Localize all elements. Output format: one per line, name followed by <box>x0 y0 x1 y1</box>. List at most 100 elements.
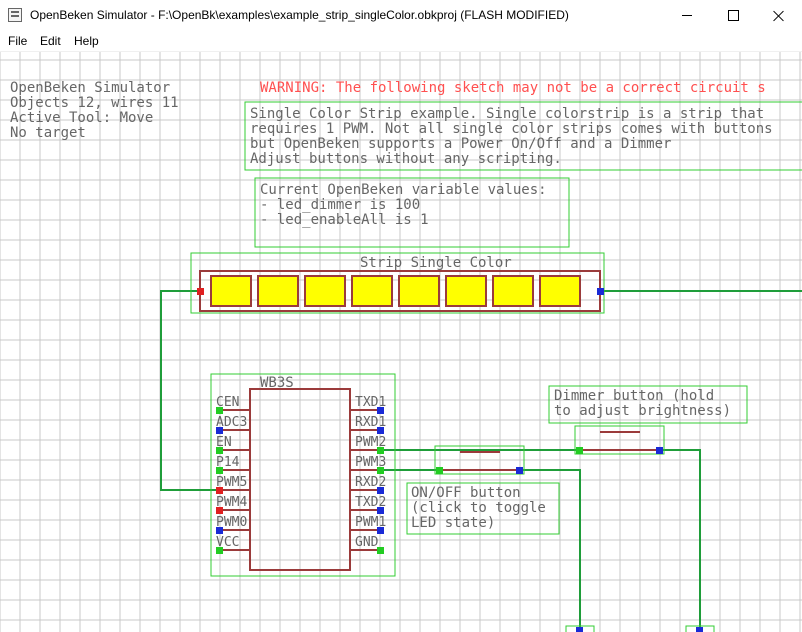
onoff-button-pin-left[interactable] <box>436 467 443 474</box>
title-bar: OpenBeken Simulator - F:\OpenBk\examples… <box>0 0 802 31</box>
close-icon <box>773 10 785 22</box>
bottom-pin-1[interactable] <box>576 627 583 632</box>
chip-pin-label-left: CEN <box>216 395 239 410</box>
description-line: Single Color Strip example. Single color… <box>250 106 764 122</box>
window-title: OpenBeken Simulator - F:\OpenBk\examples… <box>30 8 569 22</box>
wire-dimmer-to-ground <box>660 449 701 632</box>
chip-pin-pwm2[interactable] <box>377 447 384 454</box>
chip-pin-label-right: TXD2 <box>355 495 386 510</box>
status-active-tool: Active Tool: Move <box>10 110 153 126</box>
dimmer-button-pin-right[interactable] <box>656 447 663 454</box>
strip-led <box>539 275 581 307</box>
chip-pin-label-right: TXD1 <box>355 395 386 410</box>
strip-led <box>398 275 440 307</box>
chip-pin-vcc[interactable] <box>216 547 223 554</box>
chip-pin-rxd1[interactable] <box>377 427 384 434</box>
chip-pin-label-right: PWM2 <box>355 435 386 450</box>
chip-body <box>249 388 351 571</box>
status-objects-wires: Objects 12, wires 11 <box>10 95 179 111</box>
variables-box <box>254 177 570 248</box>
strip-selection-box <box>190 252 605 314</box>
grid <box>0 52 802 632</box>
chip-pin-cen[interactable] <box>216 407 223 414</box>
dimmer-button-pin-left[interactable] <box>576 447 583 454</box>
wire-onoff-to-ground <box>520 469 581 632</box>
chip-pin-label-left: P14 <box>216 455 240 470</box>
chip-pin-gnd[interactable] <box>377 547 384 554</box>
bottom-pin-2[interactable] <box>696 627 703 632</box>
chip-pin-txd2[interactable] <box>377 507 384 514</box>
strip-label: Strip Single Color <box>360 255 512 271</box>
variables-line: - led_dimmer is 100 <box>260 197 420 213</box>
strip-led <box>257 275 299 307</box>
chip-pin-label-left: ADC3 <box>216 415 247 430</box>
status-target: No target <box>10 125 86 141</box>
chip-pin-label-left: PWM4 <box>216 495 247 510</box>
chip-pin-pwm0[interactable] <box>216 527 223 534</box>
chip-pin-pwm4[interactable] <box>216 507 223 514</box>
maximize-button[interactable] <box>710 0 756 31</box>
strip-led <box>445 275 487 307</box>
chip-pin-adc3[interactable] <box>216 427 223 434</box>
chip-pin-label-left: VCC <box>216 535 239 550</box>
description-box <box>244 101 802 171</box>
chip-pin-label-right: RXD1 <box>355 415 386 430</box>
minimize-icon <box>682 15 692 16</box>
dimmer-label-box <box>548 385 748 424</box>
chip-pin-txd1[interactable] <box>377 407 384 414</box>
chip-pin-label-left: EN <box>216 435 232 450</box>
onoff-button-pin-right[interactable] <box>516 467 523 474</box>
chip-label: WB3S <box>260 375 294 391</box>
chip-pin-label-right: PWM1 <box>355 515 386 530</box>
chip-pin-rxd2[interactable] <box>377 487 384 494</box>
chip-pin-pwm5[interactable] <box>216 487 223 494</box>
menu-file[interactable]: File <box>8 34 28 48</box>
led-strip[interactable]: Strip Single Color <box>190 252 605 314</box>
chip-pin-label-right: GND <box>355 535 379 550</box>
menu-edit[interactable]: Edit <box>40 34 61 48</box>
app-icon <box>8 8 22 22</box>
dimmer-button-label: Dimmer button (hold <box>554 388 714 404</box>
wires <box>160 290 802 632</box>
dimmer-button-label: to adjust brightness) <box>554 403 731 419</box>
description-line: Adjust buttons without any scripting. <box>250 151 562 167</box>
strip-pin-left[interactable] <box>197 288 204 295</box>
strip-led <box>492 275 534 307</box>
chip-selection-box <box>210 373 396 577</box>
strip-led <box>304 275 346 307</box>
onoff-button-label: (click to toggle <box>411 500 546 516</box>
variables-line: - led_enableAll is 1 <box>260 212 429 228</box>
menu-bar: File Edit Help <box>0 31 802 52</box>
dimmer-button-selection <box>574 425 665 455</box>
chip-pin-pwm1[interactable] <box>377 527 384 534</box>
menu-help[interactable]: Help <box>74 34 99 48</box>
status-line-title: OpenBeken Simulator <box>10 80 170 96</box>
strip-pin-right[interactable] <box>597 288 604 295</box>
variables-line: Current OpenBeken variable values: <box>260 182 547 198</box>
strip-led <box>210 275 252 307</box>
onoff-button-selection <box>434 445 525 475</box>
maximize-icon <box>727 10 739 21</box>
chip-pin-label-left: PWM5 <box>216 475 247 490</box>
warning-text: WARNING: The following sketch may not be… <box>260 80 766 96</box>
onoff-button-label: ON/OFF button <box>411 485 521 501</box>
chip-pin-en[interactable] <box>216 447 223 454</box>
description-line: requires 1 PWM. Not all single color str… <box>250 121 773 137</box>
bottom-component-2 <box>685 625 715 632</box>
chip-pin-label-left: PWM0 <box>216 515 247 530</box>
chip-pin-pwm3[interactable] <box>377 467 384 474</box>
chip-pin-p14[interactable] <box>216 467 223 474</box>
chip-pin-label-right: PWM3 <box>355 455 386 470</box>
minimize-button[interactable] <box>664 0 710 31</box>
wire-strip-to-pwm5 <box>160 290 220 491</box>
description-line: but OpenBeken supports a Power On/Off an… <box>250 136 671 152</box>
onoff-button-label: LED state) <box>411 515 495 531</box>
chip-pin-label-right: RXD2 <box>355 475 386 490</box>
strip-led <box>351 275 393 307</box>
close-button[interactable] <box>756 0 802 31</box>
bottom-component-1 <box>565 625 595 632</box>
